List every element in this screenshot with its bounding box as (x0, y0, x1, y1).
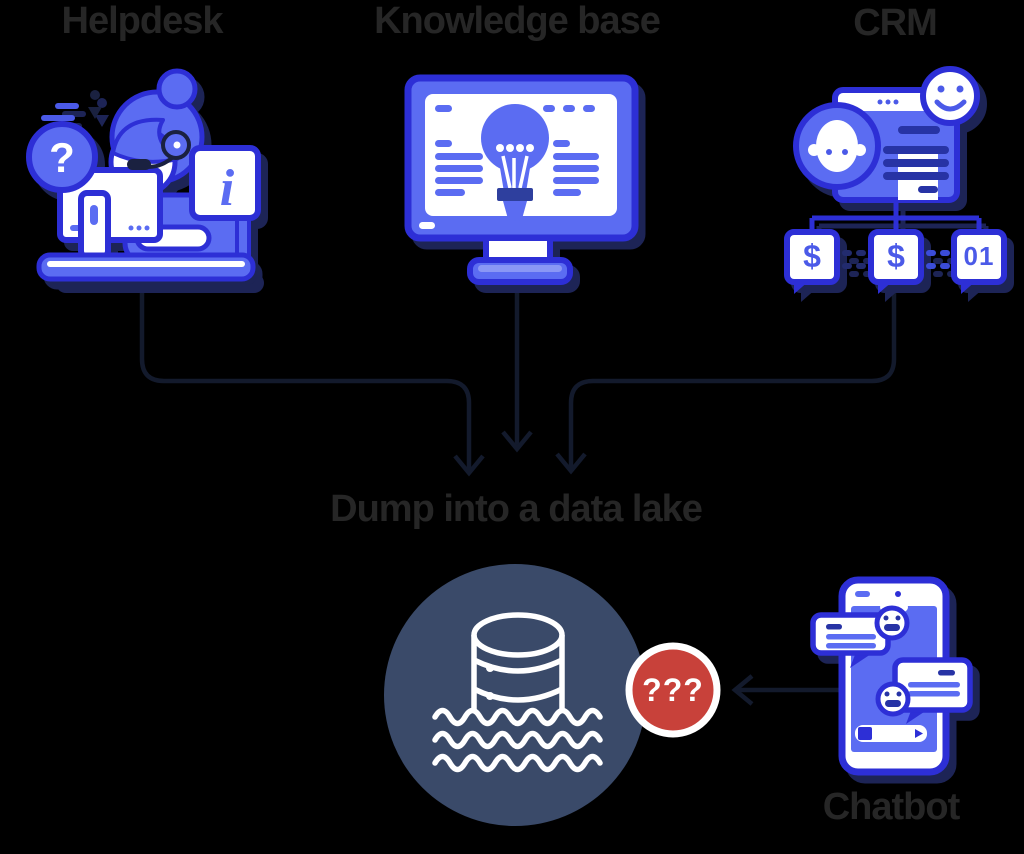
question-glyph: ? (49, 134, 75, 181)
flow-arrow-crm-to-lake (555, 286, 897, 475)
arrowhead-icon (453, 454, 485, 477)
crm-illustration: $ $ 01 (784, 66, 1007, 294)
arrowhead-icon (555, 452, 587, 475)
customer-avatar-icon (793, 102, 881, 190)
chat-bubble-icon (810, 612, 891, 668)
unknown-badge: ??? (625, 642, 721, 738)
dollar-glyph: $ (803, 238, 821, 274)
knowledge-base-illustration (404, 74, 639, 285)
smiley-face-icon (875, 681, 911, 717)
speed-lines-icon (41, 103, 79, 121)
lightbulb-icon (481, 104, 549, 221)
dollar-glyph: $ (887, 238, 905, 274)
info-board-icon: i (189, 145, 261, 262)
arrowhead-icon (501, 430, 533, 453)
screen-text-lines (435, 105, 599, 196)
water-waves-icon (432, 707, 603, 773)
dollar-tag-icon: $ (868, 229, 924, 294)
helpdesk-label: Helpdesk (61, 0, 224, 42)
question-marks-glyph: ??? (642, 672, 704, 708)
smiley-face-icon (874, 605, 910, 641)
chatbot-illustration (810, 576, 973, 776)
binary-tag-icon: 01 (951, 229, 1007, 294)
question-bubble-icon: ? (26, 121, 98, 193)
notification-glyph-icon (88, 90, 102, 119)
knowledge-base-label: Knowledge base (374, 0, 661, 42)
data-lake-illustration (384, 564, 646, 826)
binary-glyph: 01 (964, 241, 995, 271)
flow-arrow-knowledgebase-to-lake (501, 280, 533, 453)
dotted-separator (842, 250, 950, 269)
desk-icon (36, 252, 257, 285)
chatbot-label: Chatbot (822, 786, 961, 828)
helpdesk-illustration: i ? (26, 68, 261, 285)
pc-tower-icon (78, 190, 111, 260)
headset-icon (127, 130, 191, 170)
database-icon (471, 612, 565, 712)
lake-circle (384, 564, 646, 826)
badge-circle (625, 642, 721, 738)
flow-arrow-chatbot-to-badge (731, 674, 840, 706)
monitor-stand-icon (467, 235, 573, 285)
tag-tree-lines (809, 200, 982, 234)
info-glyph: i (220, 160, 235, 217)
dollar-tag-icon: $ (784, 229, 840, 294)
arrowhead-icon (731, 674, 754, 706)
data-lake-label: Dump into a data lake (330, 488, 703, 530)
message-input-icon (855, 725, 927, 742)
flow-arrow-helpdesk-to-lake (139, 286, 485, 477)
smiley-badge-icon (920, 66, 980, 126)
crm-label: CRM (853, 2, 938, 44)
